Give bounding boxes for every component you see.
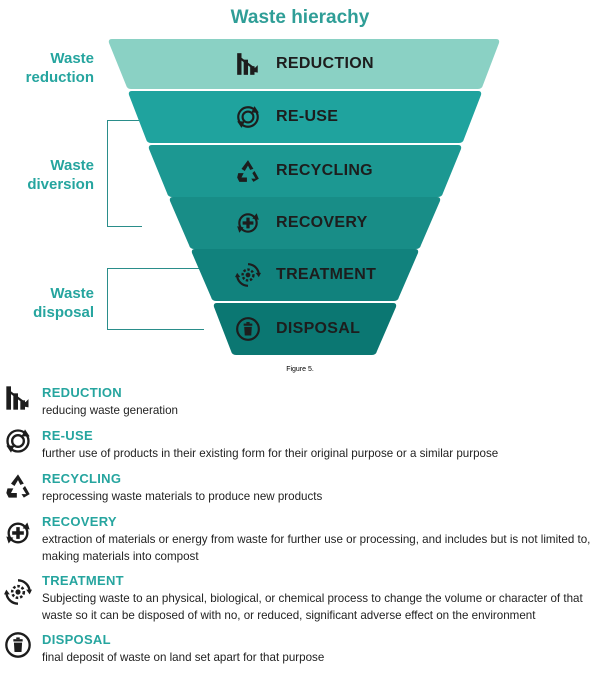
group-label-disposal: Waste disposal (33, 285, 94, 321)
tier-label: RE-USE (276, 108, 339, 125)
circular-arrows-reuse-icon (234, 103, 262, 131)
tier-label: REDUCTION (276, 55, 374, 72)
legend-description: extraction of materials or energy from w… (42, 533, 591, 563)
legend-title: RECYCLING (42, 471, 122, 486)
plus-circle-arrows-icon (234, 209, 262, 237)
recycle-triangle-icon (3, 471, 33, 501)
figure-caption: Figure 5. (286, 366, 314, 373)
diversion-bracket (107, 120, 142, 227)
legend-title: REDUCTION (42, 385, 122, 400)
legend-description: further use of products in their existin… (42, 447, 499, 460)
legend-title: DISPOSAL (42, 632, 111, 647)
tier-treatment: TREATMENT (0, 249, 600, 301)
legend-title: TREATMENT (42, 573, 124, 588)
legend-title: RECOVERY (42, 514, 117, 529)
tier-label: TREATMENT (276, 266, 377, 283)
legend-description: final deposit of waste on land set apart… (42, 651, 325, 664)
trash-bin-icon (3, 630, 33, 660)
group-label-reduction: Waste reduction (25, 50, 94, 86)
group-label-diversion: Waste diversion (27, 157, 94, 193)
legend-title: RE-USE (42, 428, 93, 443)
disposal-bracket (107, 268, 204, 330)
legend-description: reprocessing waste materials to produce … (42, 490, 323, 503)
tier-disposal: DISPOSAL (0, 303, 600, 355)
legend-description: reducing waste generation (42, 404, 178, 417)
gear-cycle-icon (234, 261, 262, 289)
tier-label: DISPOSAL (276, 320, 361, 337)
tier-recovery: RECOVERY (0, 197, 600, 249)
page-title: Waste hierachy (230, 7, 370, 28)
bar-chart-decrease-icon (3, 383, 33, 413)
tier-reduction: REDUCTION (0, 39, 600, 89)
tier-re-use: RE-USE (0, 91, 600, 143)
trash-bin-icon (234, 315, 262, 343)
legend-description: Subjecting waste to an physical, biologi… (42, 592, 583, 622)
tier-label: RECYCLING (276, 162, 373, 179)
recycle-triangle-icon (234, 157, 262, 185)
gear-cycle-icon (3, 577, 33, 607)
bar-chart-decrease-icon (234, 50, 262, 78)
tier-label: RECOVERY (276, 214, 368, 231)
tier-recycling: RECYCLING (0, 145, 600, 197)
plus-circle-arrows-icon (3, 518, 33, 548)
circular-arrows-reuse-icon (3, 426, 33, 456)
